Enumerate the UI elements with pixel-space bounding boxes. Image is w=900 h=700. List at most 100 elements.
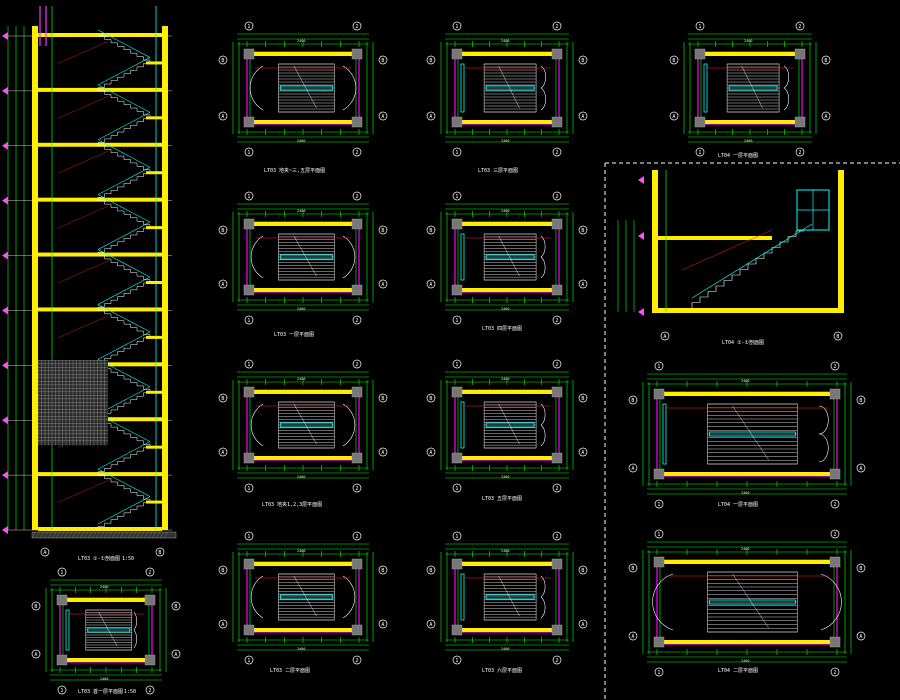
foundation-hatch (59, 531, 65, 539)
dimension-text: 2400 (501, 647, 509, 651)
plan-window (460, 401, 465, 449)
plan-wall-fill (247, 562, 359, 566)
plan-column (351, 624, 363, 636)
grid-bubble (654, 529, 664, 539)
grid-bubble (352, 531, 362, 541)
grid-bubble (244, 21, 254, 31)
grid-bubble (578, 55, 588, 65)
grid-bubble (452, 191, 462, 201)
door-swing (540, 596, 546, 619)
grid-bubble-label: B (581, 568, 584, 574)
grid-bubble-label: B (429, 58, 432, 64)
landing-arc (652, 573, 674, 631)
grid-bubble-label: 2 (355, 486, 358, 492)
grid-bubble (452, 483, 462, 493)
dimension-text: 2400 (297, 549, 305, 553)
grid-bubble-label: B (221, 58, 224, 64)
landing-slab (146, 226, 162, 230)
stair-flight (278, 233, 335, 281)
ltg4-plan-caption: LT04 二层平面图 (718, 668, 758, 674)
grid-bubble (856, 563, 866, 573)
plan-column (451, 218, 463, 230)
grid-bubble (218, 393, 228, 403)
walking-line (293, 403, 317, 445)
grid-bubble-label: A (581, 450, 584, 456)
grid-bubble-label: 2 (833, 670, 836, 676)
dimension-text: 2400 (501, 307, 509, 311)
grid-bubble (378, 619, 388, 629)
grid-bubble-label: 2 (555, 318, 558, 324)
ltg3-section-scale: 1:50 (122, 556, 134, 562)
grid-bubble-label: B (581, 228, 584, 234)
floor-slab (38, 142, 162, 147)
red-diagonal (57, 260, 109, 284)
grid-bubble-label: 1 (657, 364, 660, 370)
grid-bubble (628, 395, 638, 405)
foundation-hatch (163, 531, 169, 539)
stair-railing (97, 441, 151, 470)
grid-bubble-label: 2 (555, 534, 558, 540)
plan-column (451, 48, 463, 60)
dimension-text: 2400 (501, 549, 509, 553)
foundation-hatch (63, 531, 69, 539)
ltg3-first-plan-scale: 1:50 (124, 689, 136, 695)
plan-column (243, 386, 255, 398)
landing-slab (146, 335, 162, 339)
foundation-hatch (143, 531, 149, 539)
grid-bubble-label: A (174, 652, 177, 658)
section-left-wall (652, 170, 658, 312)
grid-bubble-label: 1 (247, 362, 250, 368)
plan-wall-fill (247, 288, 359, 292)
landing-arc (342, 575, 356, 619)
grid-bubble-label: 2 (555, 150, 558, 156)
plan-column (653, 388, 665, 400)
grid-bubble (578, 619, 588, 629)
door-swing (540, 424, 546, 447)
dimension-text: 2400 (297, 139, 305, 143)
walking-line (98, 611, 118, 647)
plan-caption: LT03 地夹1,2,3层平面图 (262, 501, 322, 508)
foundation-hatch (83, 531, 89, 539)
grid-bubble (352, 359, 362, 369)
walking-line (293, 575, 317, 617)
grid-bubble-label: A (631, 466, 634, 472)
stair-flight-down (98, 145, 151, 174)
plan-wall-fill (657, 392, 837, 396)
dimension-text: 2400 (744, 39, 752, 43)
stair-flight-down (98, 255, 151, 283)
stair-flight-up (97, 227, 150, 256)
grid-bubble-label: 1 (247, 486, 250, 492)
plan-column (243, 218, 255, 230)
dimension-text: 2400 (741, 491, 749, 495)
foundation-hatch (111, 531, 117, 539)
grid-bubble-label: B (381, 568, 384, 574)
plan-wall-fill (657, 472, 837, 476)
plan-window (65, 609, 70, 651)
grid-bubble (244, 531, 254, 541)
grid-bubble-label: B (221, 228, 224, 234)
floor-slab (652, 236, 772, 240)
red-diagonal (57, 41, 109, 64)
stair-handrail (279, 85, 333, 91)
plan-wall-fill (247, 52, 359, 56)
grid-bubble (378, 565, 388, 575)
foundation-hatch (115, 531, 121, 539)
dimension-text: 2400 (741, 547, 749, 551)
grid-bubble (244, 191, 254, 201)
foundation-hatch (123, 531, 129, 539)
plan-column (451, 558, 463, 570)
grid-bubble-label: 2 (355, 318, 358, 324)
door-swing (783, 87, 790, 111)
grid-bubble-label: 2 (833, 502, 836, 508)
grid-bubble (795, 147, 805, 157)
foundation-hatch (47, 531, 53, 539)
plan-wall-fill (455, 562, 559, 566)
foundation-hatch (159, 531, 165, 539)
landing-slab (146, 445, 162, 449)
grid-bubble-label: B (174, 604, 177, 610)
grid-bubble-label: A (429, 622, 432, 628)
